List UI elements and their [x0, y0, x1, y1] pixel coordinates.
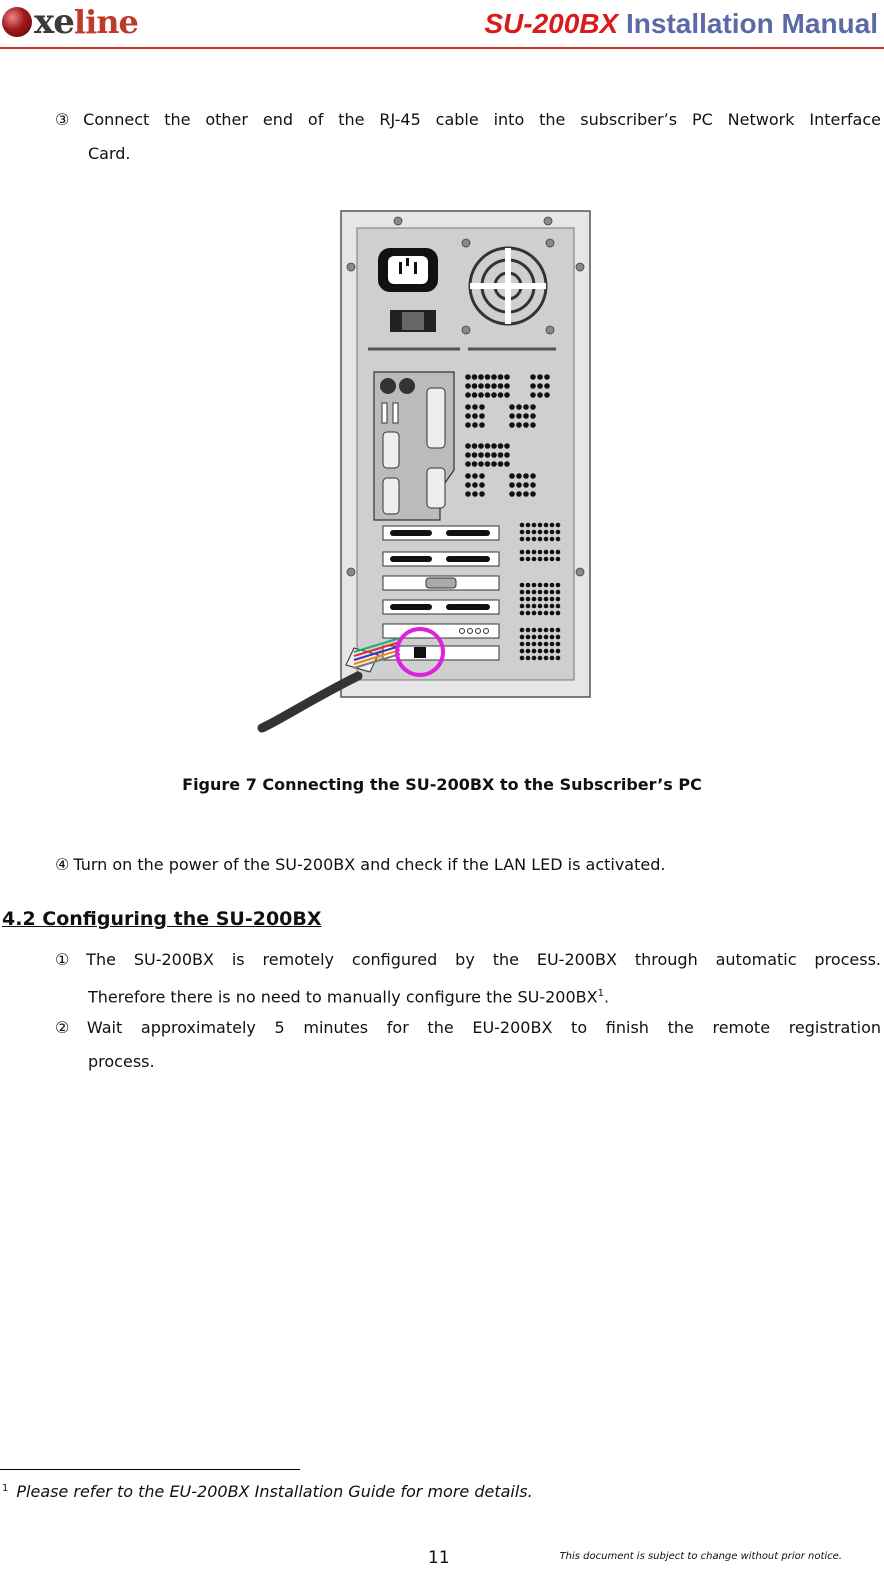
- footnote-mark: 1: [2, 1482, 9, 1494]
- item-2-number: ②: [55, 1018, 83, 1037]
- step-4-text: Turn on the power of the SU-200BX and ch…: [73, 855, 666, 874]
- rj45-port-icon: [414, 647, 426, 658]
- change-notice: This document is subject to change witho…: [559, 1551, 842, 1562]
- expansion-slots: [382, 525, 500, 661]
- vent-holes: [465, 374, 561, 661]
- title-rest: Installation Manual: [625, 8, 878, 39]
- item-1-line1: The SU-200BX is remotely configured by t…: [86, 950, 882, 969]
- document-title: SU-200BX Installation Manual: [484, 8, 878, 40]
- footnote-rule: [0, 1469, 300, 1470]
- pc-rear-panel-figure: [257, 210, 591, 733]
- footnote-reference: 1: [597, 988, 604, 999]
- footnote-text: Please refer to the EU-200BX Installatio…: [16, 1482, 533, 1501]
- item-1-line2: Therefore there is no need to manually c…: [88, 987, 598, 1007]
- item-2-line1: Wait approximately 5 minutes for the EU-…: [86, 1018, 882, 1037]
- logo-prefix: xe: [34, 2, 75, 42]
- screws: [346, 216, 585, 577]
- step-3-line1: Connect the other end of the RJ-45 cable…: [83, 110, 882, 129]
- rj45-port-highlight: [395, 627, 445, 677]
- logo-ball-icon: [2, 7, 32, 37]
- page-number: 11: [428, 1548, 450, 1568]
- step-4-number: ④: [55, 855, 70, 874]
- power-socket-icon: [378, 248, 438, 292]
- item-1-line2-end: .: [603, 987, 610, 1007]
- step-3-line2: Card.: [88, 144, 131, 163]
- step-3-number: ③: [55, 110, 80, 129]
- footnote: 1 Please refer to the EU-200BX Installati…: [2, 1482, 533, 1501]
- header-rule: [0, 47, 884, 49]
- rj45-cable: [257, 637, 401, 733]
- figure-caption: Figure 7 Connecting the SU-200BX to the …: [182, 775, 702, 794]
- fan-grille-icon: [468, 246, 548, 326]
- title-model: SU-200BX: [484, 8, 619, 39]
- section-heading: 4.2 Configuring the SU-200BX: [2, 908, 322, 930]
- item-2-line2: process.: [88, 1052, 155, 1071]
- item-1-number: ①: [55, 950, 83, 969]
- logo-suffix: line: [73, 3, 139, 41]
